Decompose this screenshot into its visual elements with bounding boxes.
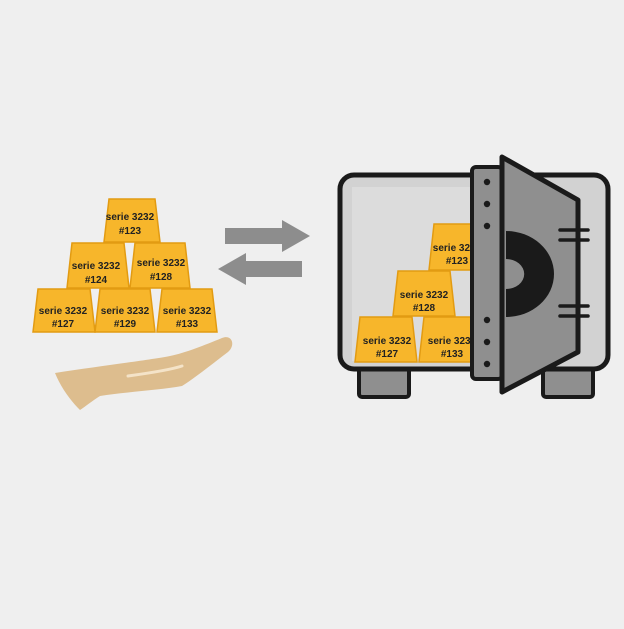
dial-icon [506, 231, 554, 317]
gold-bar: serie 3232 #127 [32, 288, 96, 333]
gold-bar-number: #133 [441, 349, 464, 360]
gold-bar: serie 3232 #133 [156, 288, 218, 333]
gold-bar: serie 3232 #128 [129, 242, 191, 289]
gold-bar-series: serie 3232 [72, 261, 121, 272]
gold-bar-series: serie 3232 [106, 212, 155, 223]
gold-bar-number: #124 [85, 275, 108, 286]
gold-bar-number: #128 [413, 303, 436, 314]
gold-bar-series: serie 3232 [137, 258, 186, 269]
door-handle-icon [558, 304, 590, 318]
left-gold-bar-stack: serie 3232 #123 serie 3232 #124 serie 32… [32, 198, 218, 333]
arrow-right-icon [225, 220, 310, 252]
gold-bar-number: #123 [446, 256, 469, 267]
gold-bar-number: #127 [376, 349, 399, 360]
open-vault-safe-icon: serie 3232 #123 serie 3232 #128 serie 32… [337, 154, 611, 399]
gold-bar-series: serie 3232 [101, 306, 150, 317]
door-handle-icon [558, 228, 590, 242]
gold-bar-series: serie 3232 [433, 243, 482, 254]
safe-foot-left [357, 366, 411, 399]
hand-thumb-crease [126, 364, 184, 378]
hand-icon [55, 337, 233, 410]
gold-bar-series: serie 3232 [363, 336, 412, 347]
gold-bar: serie 3232 #123 [103, 198, 161, 243]
safe-door-frame [470, 165, 504, 381]
hinge-rivets [483, 178, 491, 368]
gold-bar-number: #129 [114, 319, 137, 330]
gold-bar-series: serie 3232 [39, 306, 88, 317]
gold-bar-number: #123 [119, 226, 142, 237]
gold-bar: serie 3232 #124 [66, 242, 130, 289]
gold-bar-number: #133 [176, 319, 199, 330]
gold-bar: serie 3232 #127 [354, 316, 418, 363]
safe-foot-right [541, 366, 595, 399]
arrow-left-icon [218, 253, 302, 285]
gold-bar-series: serie 3232 [400, 290, 449, 301]
gold-bar: serie 3232 #129 [94, 288, 156, 333]
gold-bar-series: serie 3232 [163, 306, 212, 317]
bidirectional-arrows-icon [218, 220, 310, 285]
gold-bar: serie 3232 #128 [392, 270, 456, 317]
gold-bar-number: #128 [150, 272, 173, 283]
gold-bar-series: serie 3232 [428, 336, 477, 347]
gold-bar-number: #127 [52, 319, 75, 330]
